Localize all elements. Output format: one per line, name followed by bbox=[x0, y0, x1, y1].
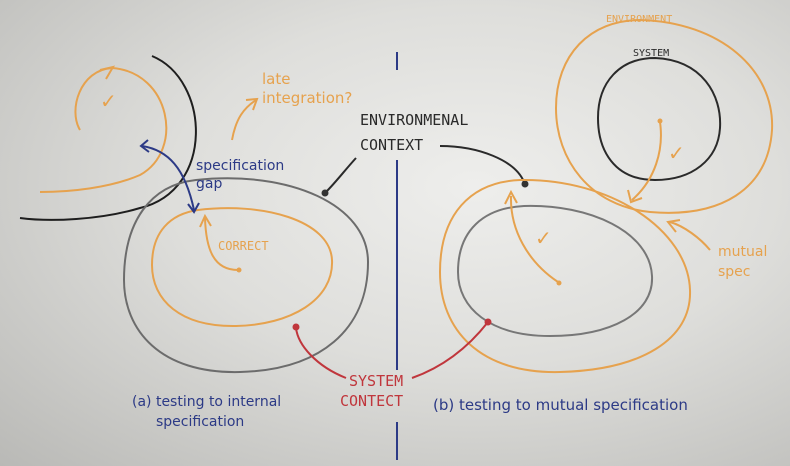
specification-gap-arrow bbox=[141, 145, 195, 211]
specification-gap-label-2: gap bbox=[196, 176, 222, 192]
checkmark-top-left: ✓ bbox=[100, 89, 117, 113]
specification-gap-label-1: specification bbox=[196, 158, 284, 174]
env-context-pointer-left bbox=[325, 157, 357, 193]
mutual-spec-pointer bbox=[669, 221, 711, 251]
late-integration-arrowhead bbox=[245, 97, 259, 111]
mutual-spec-label-2: spec bbox=[718, 264, 751, 280]
system-context-label-1: SYSTEM bbox=[349, 372, 403, 390]
checkmark-right-inner: ✓ bbox=[535, 226, 552, 250]
system-context-dot-right bbox=[484, 318, 492, 326]
caption-a-line-1: (a) testing to internal bbox=[132, 394, 281, 410]
late-integration-arrow bbox=[231, 99, 257, 141]
correct-arrowhead bbox=[199, 213, 212, 228]
late-integration-label-2: integration? bbox=[262, 89, 352, 107]
left-system-arc bbox=[19, 55, 197, 221]
env-context-dot-right bbox=[521, 180, 529, 188]
env-context-dot-left bbox=[321, 189, 329, 197]
spec-gap-arrowhead-bottom bbox=[187, 202, 200, 214]
late-integration-label-1: late bbox=[262, 70, 290, 88]
system-origin-dot bbox=[657, 118, 663, 124]
right-inner-arrow bbox=[509, 195, 559, 283]
env-context-pointer-right bbox=[439, 145, 525, 183]
system-to-env-arrowhead bbox=[627, 189, 643, 204]
correct-label: CORRECT bbox=[218, 239, 269, 253]
left-arc-arrowhead bbox=[99, 65, 116, 80]
environmental-context-label-2: CONTEXT bbox=[360, 136, 423, 154]
checkmark-system: ✓ bbox=[668, 141, 685, 165]
mutual-spec-arrowhead bbox=[666, 219, 681, 233]
environment-boundary bbox=[554, 18, 774, 214]
right-inner-arrowhead bbox=[504, 189, 518, 205]
caption-b: (b) testing to mutual specification bbox=[433, 396, 688, 414]
left-inner-boundary bbox=[150, 207, 334, 328]
mutual-spec-label-1: mutual bbox=[718, 244, 767, 260]
spec-gap-arrowhead-top bbox=[139, 139, 150, 153]
left-env-arc bbox=[39, 67, 168, 193]
environmental-context-label-1: ENVIRONMENAL bbox=[360, 111, 468, 129]
environment-label: ENVIRONMENT bbox=[606, 14, 672, 25]
caption-a-line-2: specification bbox=[156, 414, 244, 430]
system-context-label-2: CONTECT bbox=[340, 392, 403, 410]
system-label: SYSTEM bbox=[633, 48, 669, 59]
system-context-pointer-right bbox=[411, 321, 489, 379]
left-outer-boundary bbox=[122, 177, 370, 374]
system-context-pointer-left bbox=[295, 327, 347, 379]
system-boundary bbox=[596, 56, 722, 182]
right-inner-boundary bbox=[456, 204, 654, 338]
right-outer-boundary bbox=[438, 178, 692, 374]
right-inner-origin-dot bbox=[556, 280, 562, 286]
system-context-dot-left bbox=[292, 323, 300, 331]
correct-origin-dot bbox=[236, 267, 242, 273]
system-to-env-arrow bbox=[631, 121, 662, 201]
correct-arrow bbox=[204, 217, 239, 271]
